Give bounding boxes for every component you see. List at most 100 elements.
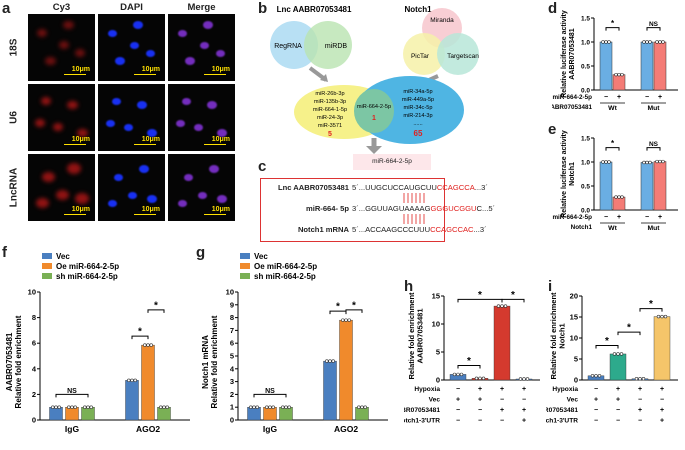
row-label-u6: U6 <box>8 111 20 124</box>
data-point <box>51 405 55 409</box>
data-point <box>655 159 659 164</box>
sign-label: + <box>660 407 664 414</box>
sign-label: − <box>500 397 504 404</box>
data-point <box>634 377 639 381</box>
right-mirna-4: ...... <box>413 121 423 127</box>
left-mirna-0: miR-26b-3p <box>315 91 344 97</box>
right-mirna-2: miR-34c-5p <box>404 105 433 111</box>
significance-label: * <box>649 299 653 310</box>
condition-label: Hypoxia <box>552 386 578 393</box>
data-point <box>620 72 624 77</box>
cell-nucleus <box>133 21 143 29</box>
y-axis-label: Relative fold enrichmentAABR07053481 <box>407 292 425 380</box>
sign-label: − <box>594 407 598 414</box>
left-mirna-4: miR-3571 <box>318 123 342 129</box>
micrograph-u6-dapi: 10μm <box>98 84 165 151</box>
scale-bar-label: 10μm <box>211 66 230 73</box>
scale-bar-label: 10μm <box>211 206 230 213</box>
y-tick-label: 0 <box>32 416 36 425</box>
column-label-dapi: DAPI <box>120 2 143 13</box>
data-point <box>70 405 74 409</box>
y-tick-label: 20 <box>570 292 578 301</box>
data-point <box>341 318 345 322</box>
bar <box>247 406 261 421</box>
cell-nucleus <box>217 129 227 137</box>
y-tick-label: 6 <box>230 339 234 348</box>
sign-label: + <box>638 386 642 393</box>
y-tick-label: 5 <box>230 352 234 361</box>
data-point <box>525 377 530 381</box>
group-label: Mut <box>647 225 660 232</box>
sign-label: + <box>658 214 662 221</box>
scale-bar <box>64 213 86 215</box>
cell-nucleus <box>107 29 117 37</box>
left-mirna-3: miR-24-3p <box>317 115 343 121</box>
y-tick-label: 10 <box>226 288 234 297</box>
cell-nucleus <box>147 129 157 137</box>
cell-nucleus <box>181 97 191 105</box>
bar <box>49 406 63 421</box>
targetscan-label: Targetscan <box>447 53 479 60</box>
micrograph-18s-merge: 10μm <box>168 14 235 81</box>
y-tick-label: 15 <box>432 292 440 301</box>
legend-swatch <box>42 273 52 279</box>
data-point <box>522 377 526 381</box>
data-point <box>604 40 608 44</box>
y-tick-label: 1.5 <box>581 136 590 143</box>
significance-bracket <box>345 309 363 313</box>
significance-bracket <box>646 147 661 151</box>
condition-label: Vec <box>429 397 441 404</box>
micrograph-u6-merge: 10μm <box>168 84 235 151</box>
sign-label: − <box>645 94 649 101</box>
x-tick-label: IgG <box>65 424 80 434</box>
miranda-label: Miranda <box>430 17 454 24</box>
bar <box>157 406 171 421</box>
data-point <box>57 405 61 409</box>
data-point <box>500 304 504 308</box>
cell-nucleus <box>44 56 56 66</box>
panel-label-d: d <box>548 0 558 17</box>
sign-label: + <box>658 94 662 101</box>
data-point <box>67 405 71 409</box>
data-point <box>617 195 621 199</box>
bar <box>640 162 654 211</box>
y-tick-label: 5 <box>574 355 578 364</box>
data-point <box>663 314 668 319</box>
right-mirna-1: miR-449a-5p <box>402 97 434 103</box>
data-point <box>645 40 649 44</box>
data-point <box>456 372 460 377</box>
cell-nucleus <box>207 101 217 109</box>
left-mirna-2: miR-664-1-5p <box>313 107 347 113</box>
bar <box>612 74 626 91</box>
group-label: Wt <box>608 225 617 232</box>
bar <box>65 406 79 421</box>
data-point <box>518 377 523 381</box>
micrograph-18s-dapi: 10μm <box>98 14 165 81</box>
legend-swatch <box>240 253 250 259</box>
sign-label: − <box>604 214 608 221</box>
data-point <box>252 405 256 409</box>
sign-label: − <box>456 386 460 393</box>
y-tick-label: 15 <box>570 313 578 322</box>
sign-label: − <box>604 94 608 101</box>
data-point <box>360 405 364 409</box>
significance-label: * <box>605 336 609 347</box>
significance-label: * <box>352 300 356 311</box>
y-axis-label: Relative luciferase activityNotch1 <box>561 130 576 218</box>
condition-label: Oe AABR07053481 <box>404 407 440 414</box>
cell-nucleus <box>137 101 147 109</box>
bar <box>279 406 293 421</box>
y-tick-label: 0.0 <box>581 208 590 215</box>
scale-bar-label: 10μm <box>141 206 160 213</box>
significance-bracket <box>457 364 481 369</box>
right-count: 65 <box>414 129 423 138</box>
cell-nucleus <box>215 49 225 57</box>
cell-nucleus <box>209 165 219 173</box>
y-tick-label: 0 <box>574 376 578 385</box>
